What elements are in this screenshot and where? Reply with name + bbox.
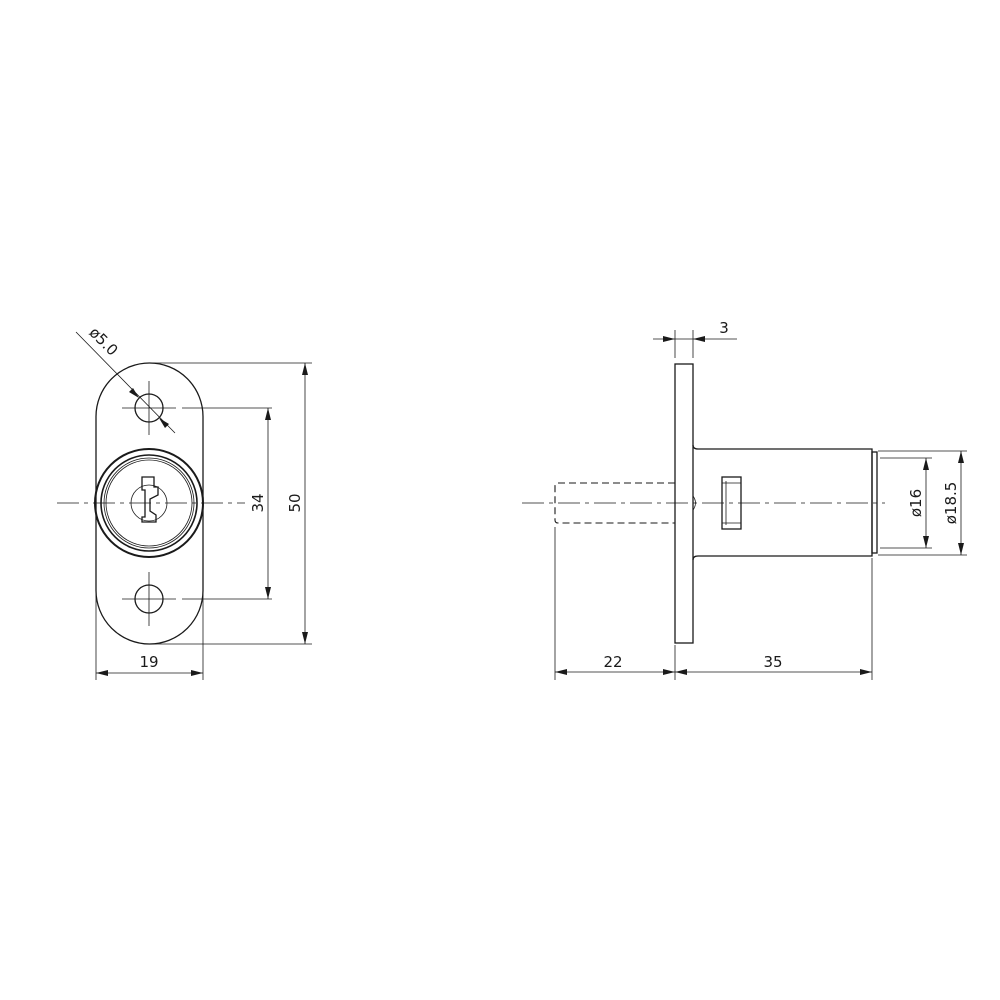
- hole-spacing-dimension: 34: [249, 493, 267, 512]
- lock-body: [692, 444, 873, 561]
- shaft-length-dimension: 22: [603, 653, 622, 671]
- outer-diameter-dimension: ø18.5: [942, 482, 960, 525]
- inner-diameter-dimension: ø16: [907, 489, 925, 517]
- side-view: 3 22 35 ø16 ø18.5: [522, 319, 967, 680]
- flange-plate: [674, 363, 694, 644]
- width-dimension: 19: [139, 653, 158, 671]
- step-ring: [871, 451, 878, 554]
- flange-thickness-dimension: 3: [719, 319, 729, 337]
- height-dimension: 50: [286, 493, 304, 512]
- bolt-shaft-hidden: [554, 482, 675, 524]
- hole-diameter-dimension: ø5.0: [85, 323, 121, 359]
- body-length-dimension: 35: [763, 653, 782, 671]
- front-view: 34 50 19 ø5.0: [57, 323, 312, 680]
- keyway-icon: [141, 476, 159, 523]
